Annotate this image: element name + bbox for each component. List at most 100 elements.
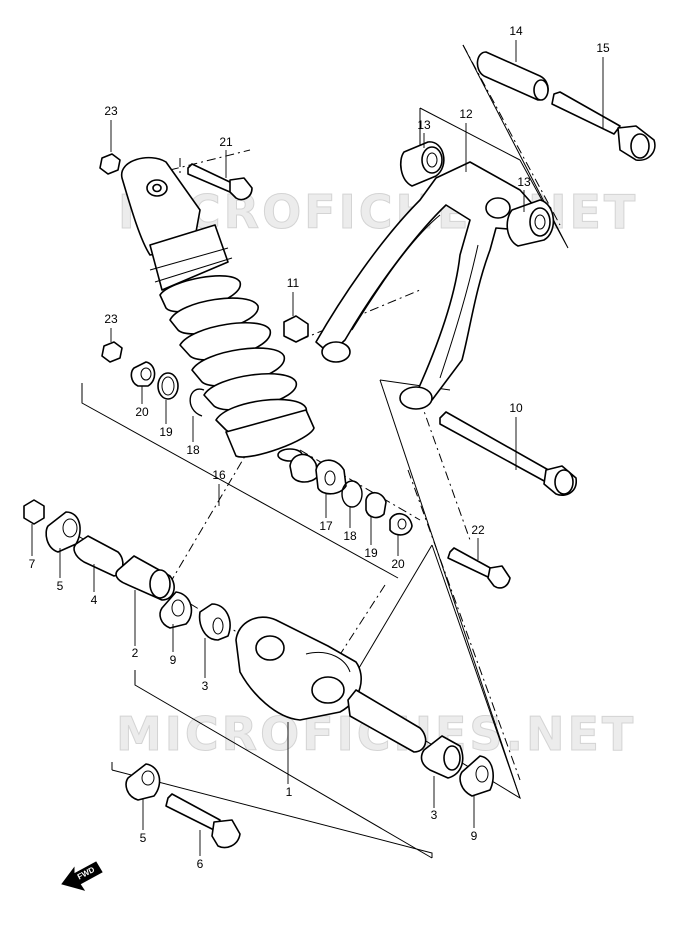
label-part-14: 14	[509, 24, 523, 38]
ring-19a	[157, 372, 179, 400]
shock-absorber	[121, 156, 315, 462]
part-number-labels: 1 2 3 3 4 5 5 6 7 9 9 10 11 12 13 13 14 …	[29, 24, 610, 871]
spacer-14	[476, 51, 549, 101]
label-part-3-upper: 3	[202, 679, 209, 693]
washer-20a	[130, 361, 156, 387]
label-part-18-left: 18	[186, 443, 200, 457]
bolt-21-head	[229, 177, 253, 201]
bushing-17-cap	[289, 453, 319, 483]
bearing-17-bore	[324, 470, 336, 486]
label-part-1: 1	[286, 785, 293, 799]
cushion-rod-eye-left	[321, 341, 351, 363]
bearing-13b-face	[529, 207, 551, 237]
ring-19a-inner	[161, 376, 175, 396]
bolt-22	[447, 547, 511, 589]
washer-9a-bore	[171, 599, 185, 617]
washer-5a-bore	[62, 518, 78, 538]
label-part-15: 15	[596, 41, 610, 55]
bearing-13-right	[506, 199, 555, 247]
label-part-2: 2	[132, 646, 139, 660]
spacer-lower-long	[347, 689, 427, 753]
shock-spring-seat	[149, 224, 229, 291]
cushion-rod-edge-right	[439, 244, 479, 379]
bolt-10	[439, 411, 577, 496]
cushion-rod	[315, 161, 537, 401]
bearing-13a-bore	[426, 152, 438, 168]
callout-leaders	[31, 40, 604, 856]
label-part-23-middle: 23	[104, 312, 118, 326]
label-part-4: 4	[91, 593, 98, 607]
bolt-10-head-face	[554, 469, 574, 495]
bolt-21	[187, 163, 253, 201]
washer-5-lower	[125, 763, 161, 801]
label-part-5-lower: 5	[140, 831, 147, 845]
washer-20b-bore	[397, 518, 407, 530]
nut-11	[283, 315, 309, 343]
washer-9a	[159, 591, 193, 629]
nut-23-middle	[101, 341, 123, 363]
label-part-12: 12	[459, 107, 473, 121]
bearing-17-group	[289, 453, 413, 536]
bracket-lines	[81, 44, 569, 859]
washer-20-left	[130, 361, 156, 387]
shock-seat-knurl	[154, 257, 233, 283]
cushion-rod-eye-top	[485, 197, 511, 219]
bearing-17	[315, 459, 347, 495]
shock-seat-line	[149, 247, 229, 271]
label-part-9-lower: 9	[471, 829, 478, 843]
washer-20-right	[389, 513, 413, 536]
label-part-21: 21	[219, 135, 233, 149]
cushion-lever-eye-upper	[255, 635, 285, 661]
bolt-6	[165, 793, 241, 849]
cushion-lever-body	[235, 616, 362, 721]
label-part-17: 17	[319, 519, 333, 533]
bracket-1	[134, 670, 433, 859]
bolt-22-head	[487, 565, 511, 589]
bracket-10-right	[379, 379, 521, 799]
cushion-lever-edge	[305, 652, 351, 673]
label-part-16: 16	[212, 468, 226, 482]
bushing-2	[115, 555, 175, 601]
bushing-3a	[198, 603, 231, 641]
axis-lower-washers	[299, 449, 421, 521]
washer-9-lower	[459, 755, 494, 797]
bracket-16	[81, 383, 399, 579]
label-part-20-left: 20	[135, 405, 149, 419]
axis-shock-top	[169, 149, 251, 171]
bushing-3b-face	[443, 745, 461, 771]
ring-19-left	[157, 372, 179, 400]
bushing-3-lower	[420, 735, 464, 779]
label-part-6: 6	[197, 857, 204, 871]
label-part-13-right: 13	[517, 175, 531, 189]
bracket-12-top	[419, 107, 521, 161]
cushion-rod-eye-bottom	[399, 386, 433, 410]
label-part-5-upper: 5	[57, 579, 64, 593]
axis-link-lower	[419, 399, 471, 541]
label-part-13-left: 13	[417, 118, 431, 132]
spacer-4	[73, 535, 124, 577]
cushion-rod-12	[315, 161, 537, 410]
axis-14	[462, 44, 561, 226]
bracket-lower	[111, 769, 433, 858]
bushing-3a-bore	[212, 617, 224, 635]
bearing-13-left	[399, 141, 445, 187]
washer-9-upper	[159, 591, 193, 629]
shock-top-eye-hole	[152, 183, 162, 193]
label-part-23-top: 23	[104, 104, 118, 118]
label-part-7: 7	[29, 557, 36, 571]
cushion-rod-edge-left	[351, 214, 441, 331]
circlip-18-left	[189, 388, 205, 417]
spacer-14-end	[533, 79, 549, 101]
cushion-lever-1	[235, 616, 362, 721]
axis-lower-right	[407, 469, 521, 781]
bolt-15-head-face	[630, 133, 650, 159]
bolt-10-shank	[439, 411, 553, 483]
bushing-3-upper	[198, 603, 231, 641]
label-part-19-right: 19	[364, 546, 378, 560]
shock-lower-body	[225, 409, 315, 458]
ring-19-right	[365, 491, 387, 519]
fwd-arrow-icon: FWD	[61, 861, 103, 891]
label-part-19-left: 19	[159, 425, 173, 439]
bolt-15-shank	[551, 91, 621, 135]
